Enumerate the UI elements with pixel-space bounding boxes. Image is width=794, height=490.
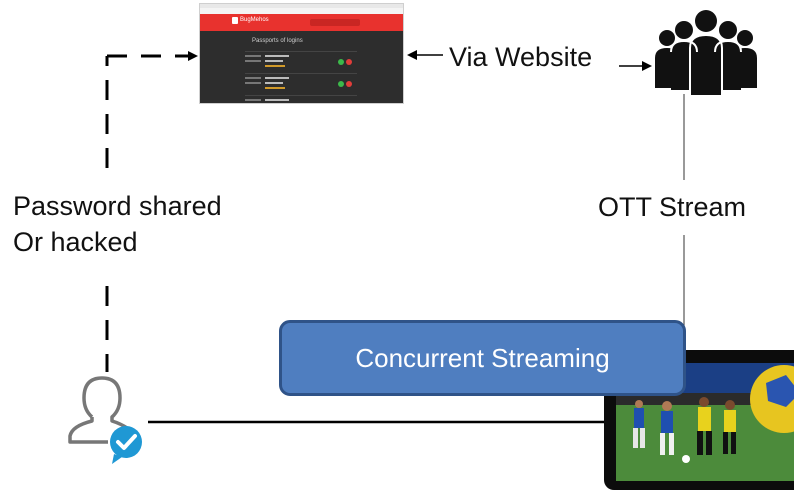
site-heading: Passports of logins — [252, 38, 303, 44]
login-row — [245, 95, 357, 103]
website-screenshot: BugMehos Passports of logins — [200, 4, 403, 103]
login-row — [245, 51, 357, 74]
site-search-box — [310, 19, 360, 26]
dashed-connector-password — [105, 51, 198, 372]
or-hacked-label: Or hacked — [13, 227, 138, 257]
concurrent-streaming-box: Concurrent Streaming — [279, 320, 686, 396]
browser-urlbar — [200, 8, 403, 14]
site-brand: BugMehos — [240, 17, 269, 23]
site-logo-icon — [232, 17, 238, 24]
ott-stream-label: OTT Stream — [598, 192, 747, 222]
login-row — [245, 73, 357, 96]
password-shared-label: Password shared — [13, 191, 222, 221]
via-website-label: Via Website — [449, 42, 593, 72]
site-header — [200, 14, 403, 31]
browser-tabbar — [200, 4, 403, 8]
people-group-icon — [655, 10, 757, 97]
user-check-icon — [68, 376, 142, 464]
